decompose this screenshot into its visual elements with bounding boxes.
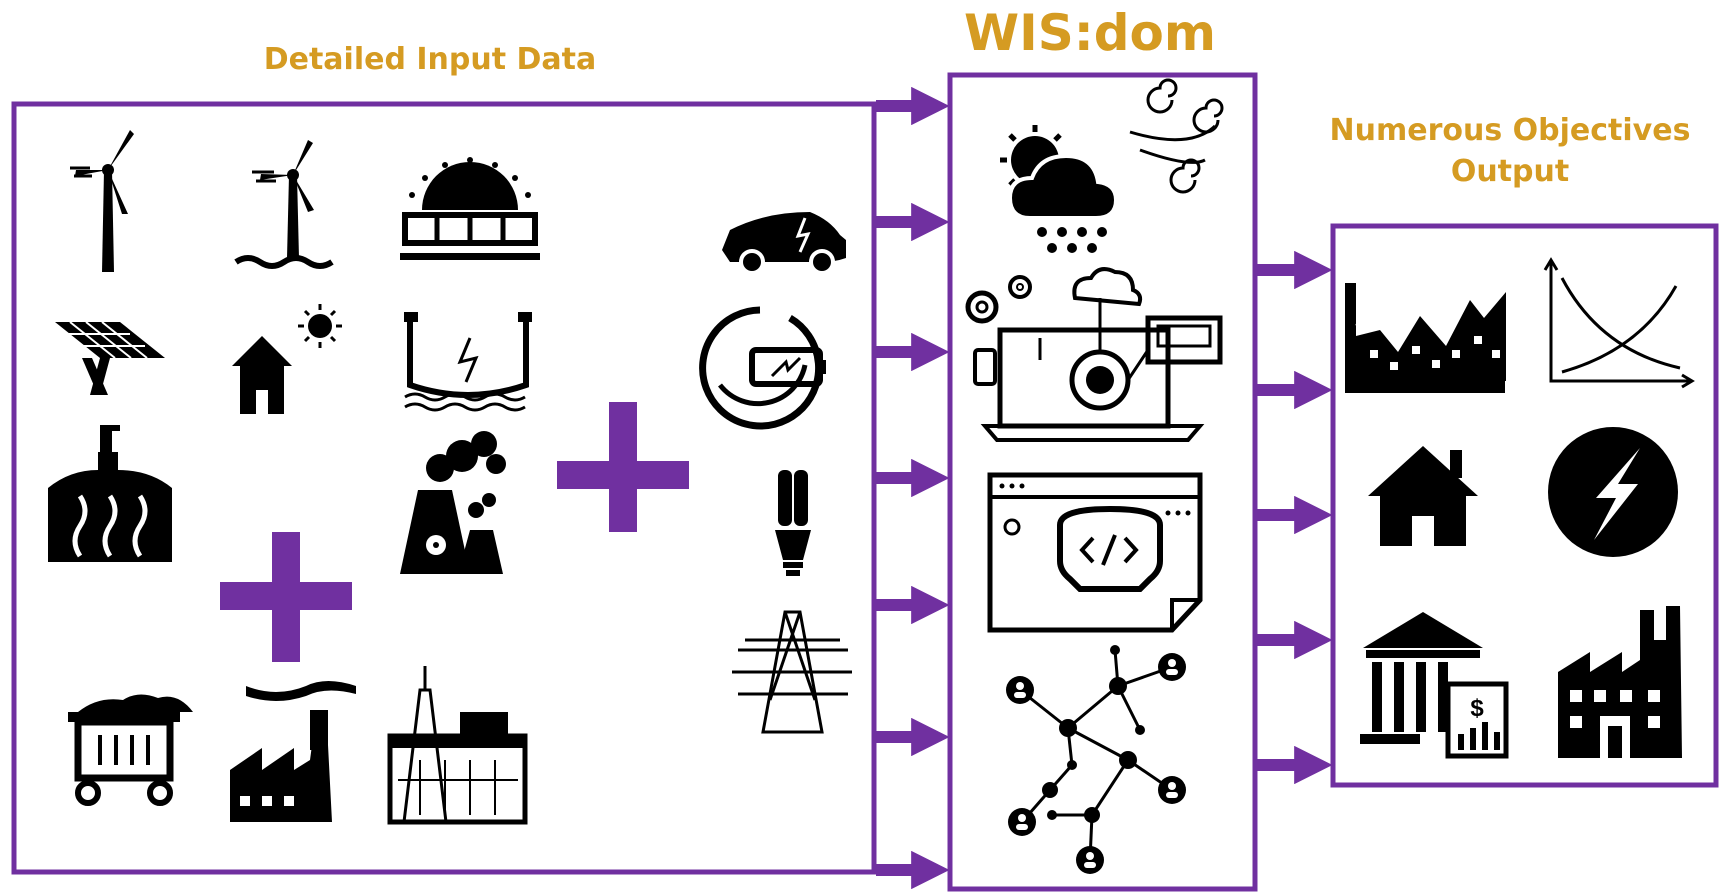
cost-chart-icon	[1345, 280, 1508, 393]
fossil-factory-icon	[230, 681, 356, 822]
input-data-title: Detailed Input Data	[263, 42, 597, 77]
wisdom-frame	[947, 72, 1258, 892]
light-bulb-icon	[775, 470, 811, 576]
rooftop-solar-house-icon	[232, 304, 342, 414]
electric-car-icon	[722, 212, 846, 275]
output-arrows	[1257, 250, 1333, 785]
offshore-wind-icon	[234, 140, 334, 269]
solar-thermal-icon	[400, 157, 540, 260]
transmission-tower-icon	[732, 610, 852, 734]
software-code-icon	[987, 472, 1203, 633]
coal-wagon-icon	[68, 694, 193, 806]
battery-storage-icon	[699, 306, 826, 430]
weather-icon	[1000, 78, 1224, 253]
onshore-wind-icon	[70, 130, 134, 272]
nuclear-plant-icon	[400, 431, 506, 574]
solar-panel-icon	[55, 321, 165, 395]
geothermal-icon	[48, 425, 172, 562]
network-graph-icon	[1006, 645, 1186, 874]
output-title-line2: Output	[1450, 154, 1570, 189]
output-title: Numerous Objectives Output	[1300, 110, 1719, 192]
input-frame	[11, 101, 877, 875]
finance-bank-icon: $	[1360, 612, 1509, 759]
oil-gas-field-icon	[387, 666, 528, 825]
trade-off-curve-icon	[1543, 257, 1695, 389]
computer-modelling-icon	[965, 267, 1223, 442]
hydro-dam-icon	[404, 312, 532, 412]
plus-icon-2	[220, 532, 352, 662]
output-title-line1: Numerous Objectives	[1329, 113, 1691, 148]
electricity-icon	[1548, 427, 1678, 557]
dollar-icon: $	[1470, 695, 1484, 722]
plus-icon-1	[557, 402, 689, 532]
output-frame	[1330, 223, 1719, 788]
industry-icon	[1558, 606, 1682, 758]
input-arrows	[876, 86, 950, 890]
house-icon	[1368, 446, 1478, 546]
wisdom-title: WIS:dom	[963, 4, 1216, 62]
